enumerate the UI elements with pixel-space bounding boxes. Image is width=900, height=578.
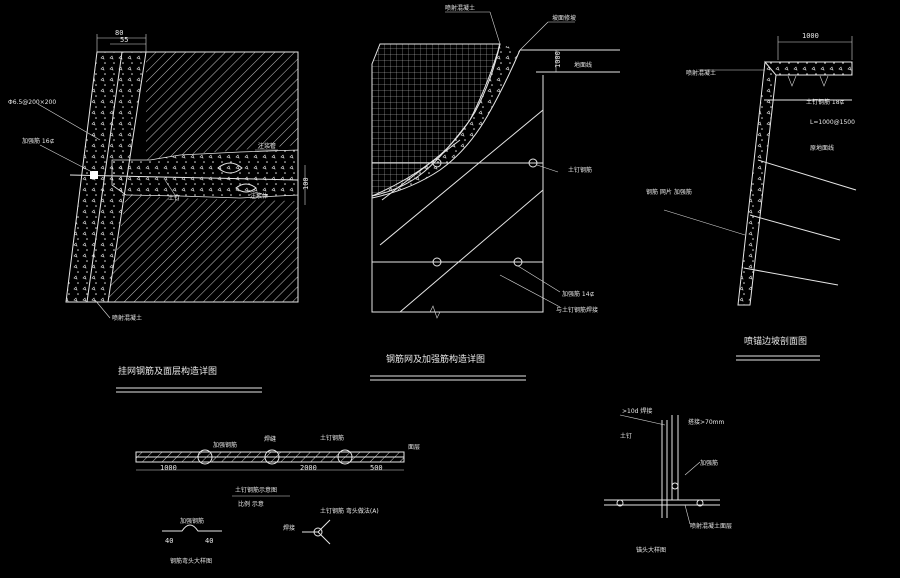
dim-40b: 40	[205, 537, 213, 545]
label-weld-seam: 焊缝	[264, 435, 276, 443]
dim-vertical: 1000	[554, 51, 562, 68]
detail-2-mesh-section: 1000 喷射混凝土 坡面修坡 地面线 土钉钢筋 加强筋 14⊈ 与土钉钢筋焊接…	[370, 4, 620, 381]
dim-1000: 1000	[160, 464, 177, 472]
label-shotcrete-facing: 喷射混凝土面层	[690, 522, 732, 530]
label-strengthen-bar: 加强筋 16⊈	[22, 137, 55, 145]
grout-body	[111, 149, 299, 199]
caption-hook-detail: 钢筋弯头大样图	[170, 557, 212, 565]
label-nail-18: 土钉钢筋 18⊈	[806, 98, 845, 106]
caption-nail-diagram: 土钉钢筋示意图	[235, 486, 277, 494]
label-original-ground: 原地面线	[810, 144, 834, 152]
detail-3-title: 喷锚边坡剖面图	[744, 335, 807, 347]
label-welding: 焊接	[283, 524, 295, 532]
label-hook: 加强钢筋	[180, 517, 204, 525]
label-hook-method: 土钉钢筋 弯头做法(A)	[320, 507, 379, 515]
soil-hatch-lower	[108, 195, 298, 302]
dim-40a: 40	[165, 537, 173, 545]
label-strengthen: 加强钢筋	[213, 441, 237, 449]
anchor-plate	[90, 171, 98, 179]
label-shotcrete-top: 喷射混凝土	[445, 4, 475, 12]
caption-anchor: 锚头大样图	[636, 546, 666, 554]
label-nail-bar: 土钉钢筋	[568, 166, 592, 174]
label-strengthen-bar-r: 加强筋	[700, 459, 718, 467]
label-shotcrete: 喷射混凝土	[112, 314, 142, 322]
label-mesh-bars: 钢筋 网片 加强筋	[646, 188, 692, 196]
label-nail: 土钉	[620, 432, 632, 440]
dim-2000: 2000	[300, 464, 317, 472]
detail-3-slope-section: 1000 喷射混凝土 土钉钢筋 18⊈ L=1000@1500 原地面线 钢筋 …	[646, 32, 857, 361]
detail-5-anchor-head: >10d 焊接 搭接>70mm 土钉 加强筋 喷射混凝土面层 锚头大样图	[604, 407, 732, 554]
label-shotcrete-right: 喷射混凝土	[686, 69, 716, 77]
detail-1-title: 挂网钢筋及面层构造详图	[118, 365, 217, 377]
label-grout-pipe: 注浆管	[258, 142, 276, 150]
detail-2-title: 钢筋网及加强筋构造详图	[386, 353, 485, 365]
caption-scale: 比例 示意	[238, 500, 264, 508]
label-nail-rebar: 土钉钢筋	[320, 434, 344, 442]
label-mesh-spec: Φ6.5@200×200	[8, 99, 56, 106]
label-slope-trim: 坡面修坡	[552, 14, 576, 22]
label-weld-length: >10d 焊接	[622, 407, 652, 415]
label-facing: 面层	[408, 444, 420, 451]
label-spacing: L=1000@1500	[810, 119, 855, 126]
label-bolt: 土钉	[168, 194, 180, 202]
dim-total: 80	[115, 29, 123, 37]
dim-right: 100	[302, 177, 310, 190]
soil-hatch-upper	[146, 52, 298, 160]
label-grout: 注浆体	[250, 192, 268, 200]
dim-500: 500	[370, 464, 383, 472]
label-lap: 搭接>70mm	[688, 418, 725, 426]
dim-part: 55	[120, 36, 128, 44]
dim-top-1000: 1000	[802, 32, 819, 40]
detail-4-rebar-strip: 1000 2000 500 加强钢筋 焊缝 土钉钢筋 面层 土钉钢筋示意图 比例…	[135, 434, 420, 565]
detail-1-facing-section: 80 55 100 Φ6.5@200×200 加强筋 16⊈ 喷射混凝土 注浆管…	[8, 29, 310, 393]
label-rebar-14: 加强筋 14⊈	[562, 290, 595, 298]
label-ground-line: 地面线	[574, 61, 592, 69]
label-weld: 与土钉钢筋焊接	[556, 306, 598, 314]
